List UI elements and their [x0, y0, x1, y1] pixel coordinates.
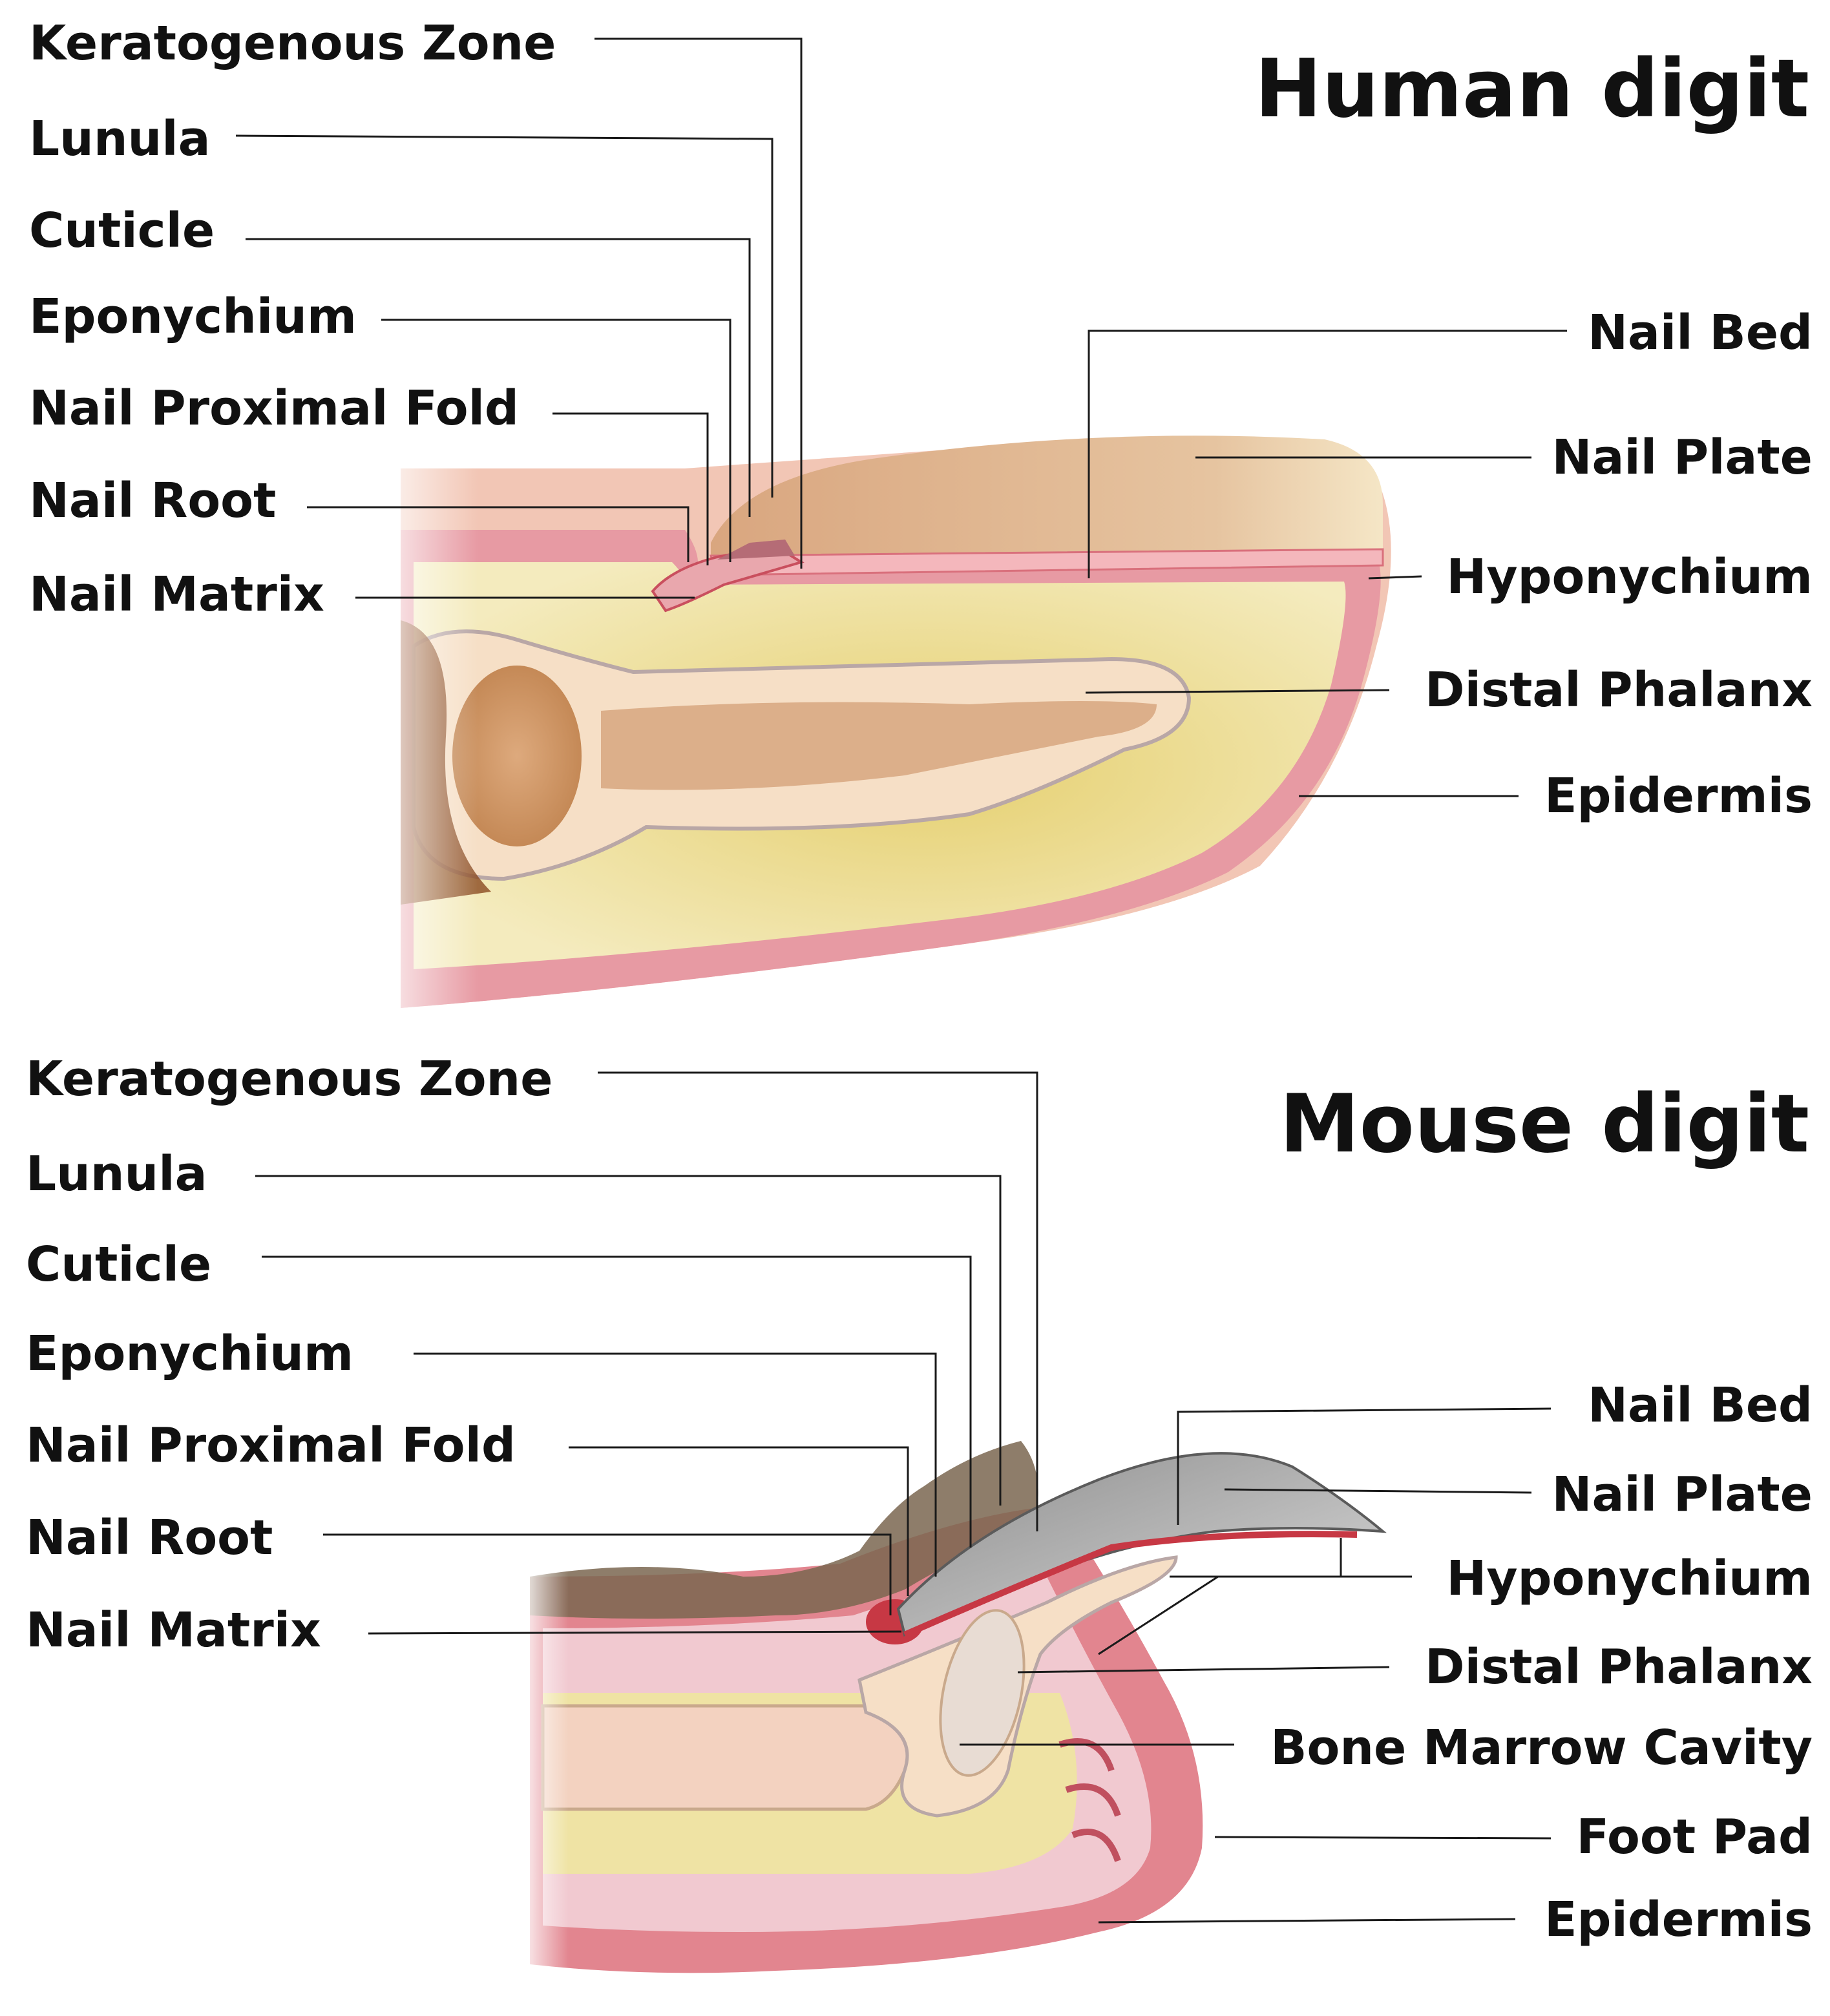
human-cuticle	[717, 540, 795, 560]
mouse-label-nail-bed: Nail Bed	[1588, 1378, 1813, 1433]
mouse-middle-phalanx	[541, 1704, 910, 1811]
human-label-nail-matrix: Nail Matrix	[29, 567, 324, 622]
human-label-keratogenous-zone: Keratogenous Zone	[29, 16, 556, 71]
mouse-label-eponychium: Eponychium	[26, 1326, 353, 1381]
mouse-label-hyponychium: Hyponychium	[1446, 1551, 1813, 1606]
human-label-nail-bed: Nail Bed	[1588, 305, 1813, 361]
mouse-leader-lines	[255, 1071, 1551, 1924]
human-title: Human digit	[1255, 43, 1809, 136]
mouse-label-nail-root: Nail Root	[26, 1510, 273, 1566]
mouse-label-distal-phalanx: Distal Phalanx	[1425, 1639, 1813, 1695]
human-nail-plate	[711, 436, 1383, 556]
human-label-lunula: Lunula	[29, 111, 211, 167]
mouse-label-bone-marrow-cavity: Bone Marrow Cavity	[1270, 1720, 1813, 1776]
mouse-label-keratogenous-zone: Keratogenous Zone	[26, 1051, 552, 1107]
human-leader-lines	[235, 37, 1567, 797]
human-label-nail-proximal-fold: Nail Proximal Fold	[29, 381, 519, 436]
mouse-label-cuticle: Cuticle	[26, 1237, 211, 1292]
mouse-label-nail-proximal-fold: Nail Proximal Fold	[26, 1418, 516, 1473]
human-label-epidermis: Epidermis	[1544, 768, 1813, 824]
mouse-title: Mouse digit	[1279, 1078, 1809, 1171]
human-label-eponychium: Eponychium	[29, 289, 357, 344]
mouse-fade-left	[517, 1551, 569, 1990]
human-labels: Human digit Keratogenous Zone Lunula Cut…	[29, 16, 1813, 824]
human-digit-illustration	[362, 436, 1391, 1021]
human-marrow-shaft	[601, 701, 1157, 790]
mouse-nail-bed	[903, 1531, 1358, 1638]
human-label-nail-plate: Nail Plate	[1552, 430, 1813, 485]
mouse-label-lunula: Lunula	[26, 1146, 207, 1202]
human-fade-left	[362, 452, 478, 1021]
mouse-label-epidermis: Epidermis	[1544, 1892, 1813, 1948]
mouse-label-foot-pad: Foot Pad	[1576, 1809, 1813, 1865]
mouse-bone-marrow-cavity	[939, 1609, 1025, 1777]
mouse-label-nail-matrix: Nail Matrix	[26, 1602, 321, 1658]
mouse-digit-illustration	[517, 1441, 1387, 1990]
human-marrow-head	[452, 666, 582, 846]
mouse-labels: Mouse digit Keratogenous Zone Lunula Cut…	[26, 1051, 1813, 1948]
human-label-distal-phalanx: Distal Phalanx	[1425, 662, 1813, 718]
human-label-hyponychium: Hyponychium	[1446, 549, 1813, 605]
human-label-nail-root: Nail Root	[29, 473, 276, 529]
mouse-hair	[530, 1441, 1038, 1619]
human-label-cuticle: Cuticle	[29, 203, 215, 258]
mouse-label-nail-plate: Nail Plate	[1552, 1467, 1813, 1522]
